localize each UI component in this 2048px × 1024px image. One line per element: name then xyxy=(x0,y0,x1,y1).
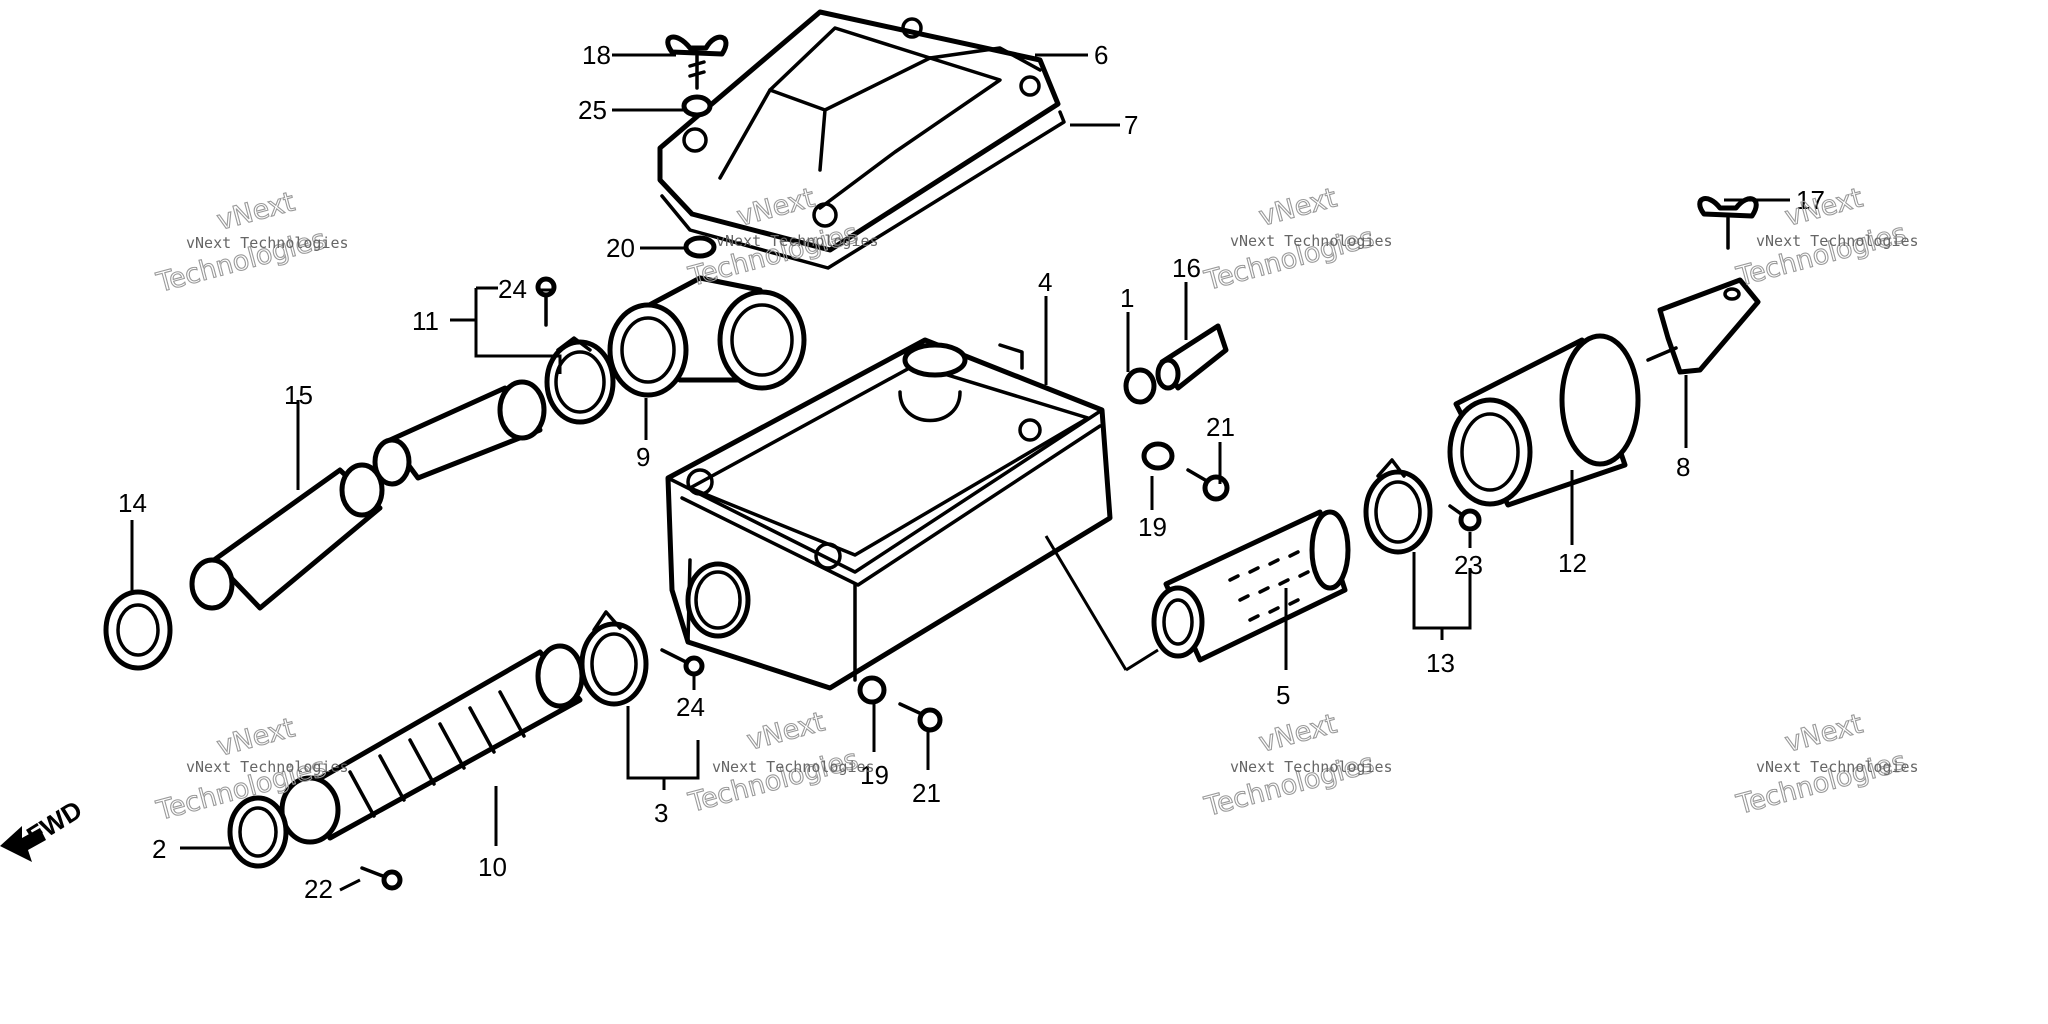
callout-24-lower: 24 xyxy=(676,692,705,722)
callout-13: 13 xyxy=(1426,648,1455,678)
part-air-cleaner-case xyxy=(665,337,1113,691)
callout-2: 2 xyxy=(152,834,166,864)
part-wing-bolt-right xyxy=(1697,196,1759,250)
callout-11: 11 xyxy=(412,306,439,336)
forward-direction-indicator: FWD xyxy=(0,794,87,862)
part-filter-clamp xyxy=(1363,458,1433,555)
callout-6: 6 xyxy=(1094,40,1108,70)
svg-text:vNext Technologies: vNext Technologies xyxy=(712,758,875,776)
watermark-group-1: vNext Technologies vNext Technologies xyxy=(152,186,349,300)
part-cover-gasket xyxy=(660,110,1066,270)
part-grommet-upper xyxy=(1141,441,1175,471)
watermark-group-8: vNext Technologies vNext Technologies xyxy=(1732,708,1919,822)
callout-7: 7 xyxy=(1124,110,1138,140)
part-grommet xyxy=(683,235,717,259)
callout-21-lower: 21 xyxy=(912,778,941,808)
svg-text:vNext Technologies: vNext Technologies xyxy=(1756,758,1919,776)
svg-text:vNext Technologies: vNext Technologies xyxy=(186,758,349,776)
callout-14: 14 xyxy=(118,488,147,518)
part-washer-top xyxy=(681,94,713,118)
forward-label: FWD xyxy=(21,794,87,851)
svg-text:Technologies: Technologies xyxy=(1733,218,1910,293)
callout-19-upper: 19 xyxy=(1138,512,1167,542)
leader-lines xyxy=(130,53,1790,892)
svg-text:vNext Technologies: vNext Technologies xyxy=(1756,232,1919,250)
svg-text:vNext: vNext xyxy=(214,712,298,762)
part-screw-upper xyxy=(535,276,557,327)
part-clip xyxy=(1123,367,1157,405)
part-air-cleaner-cover xyxy=(657,9,1061,253)
part-air-filter-element xyxy=(1151,509,1351,663)
callout-17: 17 xyxy=(1796,185,1825,215)
callout-16: 16 xyxy=(1172,253,1201,283)
part-intake-duct xyxy=(279,643,585,845)
callout-9: 9 xyxy=(636,442,650,472)
svg-text:Technologies: Technologies xyxy=(685,744,862,819)
part-drain-tube xyxy=(1155,323,1229,391)
watermark-group-7: vNext Technologies vNext Technologies xyxy=(1200,708,1393,824)
callout-15: 15 xyxy=(284,380,313,410)
callout-22: 22 xyxy=(304,874,333,904)
part-filter-housing xyxy=(1447,333,1641,508)
callout-25: 25 xyxy=(578,95,607,125)
watermark-group-3: vNext Technologies vNext Technologies xyxy=(1200,182,1393,298)
svg-text:vNext: vNext xyxy=(214,186,298,236)
part-clamp-lower-left xyxy=(227,795,289,869)
part-bracket xyxy=(1646,277,1761,375)
callout-8: 8 xyxy=(1676,452,1690,482)
svg-text:vNext: vNext xyxy=(744,706,828,756)
callout-3: 3 xyxy=(654,798,668,828)
part-screw-lower xyxy=(660,648,705,677)
forward-arrow-icon xyxy=(0,826,46,862)
svg-text:vNext: vNext xyxy=(1782,708,1866,758)
part-hose-clamp-lower xyxy=(579,610,649,707)
svg-text:vNext Technologies: vNext Technologies xyxy=(716,232,879,250)
part-screw-right xyxy=(1448,504,1482,532)
part-connecting-tube xyxy=(607,275,807,398)
svg-text:vNext: vNext xyxy=(1256,182,1340,232)
svg-text:vNext Technologies: vNext Technologies xyxy=(1230,758,1393,776)
part-screw-bottom xyxy=(360,866,403,891)
part-bolt-lower xyxy=(898,702,943,733)
part-breather-tube xyxy=(189,462,385,611)
svg-text:vNext: vNext xyxy=(1256,708,1340,758)
part-hose-clamp-upper xyxy=(544,336,616,425)
part-cap xyxy=(103,589,173,671)
callout-12: 12 xyxy=(1558,548,1587,578)
part-grommet-lower xyxy=(857,675,887,705)
callout-18: 18 xyxy=(582,40,611,70)
callout-24-upper: 24 xyxy=(498,274,527,304)
callout-5: 5 xyxy=(1276,680,1290,710)
part-tube-upper xyxy=(372,379,547,487)
callout-labels: 18 25 6 7 20 24 11 4 1 16 17 15 14 9 21 … xyxy=(118,40,1825,904)
callout-21-upper: 21 xyxy=(1206,412,1235,442)
callout-1: 1 xyxy=(1120,283,1134,313)
callout-4: 4 xyxy=(1038,267,1052,297)
watermark-group-6: vNext Technologies vNext Technologies xyxy=(684,706,875,820)
svg-text:vNext Technologies: vNext Technologies xyxy=(186,234,349,252)
callout-23: 23 xyxy=(1454,550,1483,580)
svg-text:vNext Technologies: vNext Technologies xyxy=(1230,232,1393,250)
part-wing-bolt-top xyxy=(665,34,729,90)
callout-10: 10 xyxy=(478,852,507,882)
callout-19-lower: 19 xyxy=(860,760,889,790)
callout-20: 20 xyxy=(606,233,635,263)
